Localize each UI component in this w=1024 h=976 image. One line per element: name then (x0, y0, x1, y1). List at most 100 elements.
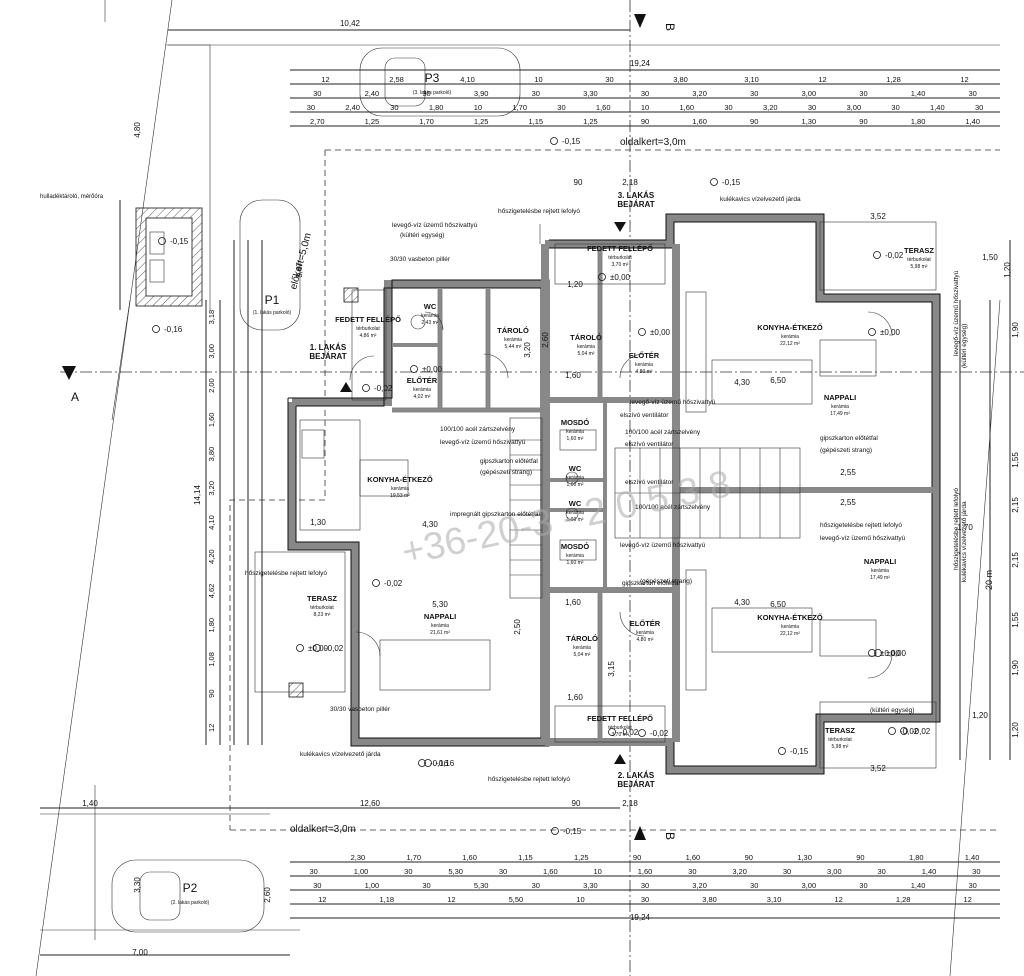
dimension-text: 3,80 (702, 895, 717, 904)
dimension-text: 10 (534, 75, 542, 84)
dimension-text: 12 (321, 75, 329, 84)
dimension-text: 90 (641, 117, 649, 126)
room-floor: kerámia (566, 553, 584, 559)
dimension-text: 1,20 (1011, 722, 1020, 738)
dimension-text: 1,28 (886, 75, 901, 84)
room-name: FEDETT FELLÉPŐ (587, 244, 653, 253)
room-area: 4,80 m² (637, 637, 654, 643)
dimension-text: 1,60 (567, 693, 583, 702)
dimension-text: 3,30 (583, 881, 598, 890)
dimension-text: 1,40 (911, 881, 926, 890)
dimension-text: 30 (641, 89, 649, 98)
dimension-text: 1,20 (1003, 262, 1012, 278)
level-marker-icon (598, 273, 606, 281)
level-marker-icon (152, 325, 160, 333)
annotation-note: (gépészeti strang) (820, 447, 872, 454)
room-area: 3,70 m² (612, 262, 629, 268)
entrance-label: BEJÁRAT (309, 352, 346, 361)
room-name: TERASZ (307, 594, 337, 603)
dimension-text: 19,24 (630, 59, 651, 68)
distance-label: 20 m (984, 570, 994, 590)
dimension-text: 3,00 (207, 344, 216, 359)
parking-p3-label: P3 (425, 71, 440, 85)
room-floor: kerámia (573, 645, 591, 651)
dimension-text: 30 (972, 867, 980, 876)
parking-p1-sub: (1. lakás parkoló) (253, 310, 292, 316)
dimension-text: 30 (313, 881, 321, 890)
room-floor: kerámia (577, 344, 595, 350)
dimension-text: 12 (447, 895, 455, 904)
site-lines (35, 0, 1024, 976)
dimension-text: 12 (207, 724, 216, 732)
dimension-text: 2,55 (840, 468, 856, 477)
level-marker-icon (874, 649, 882, 657)
dimension-text: 1,15 (518, 853, 533, 862)
fixtures (299, 291, 877, 691)
dimension-text: 2,40 (365, 89, 380, 98)
room-area: 1,60 m² (567, 436, 584, 442)
dimension-text: 1,30 (310, 518, 326, 527)
dimension-text: 4,10 (207, 515, 216, 530)
room-area: 1,60 m² (567, 517, 584, 523)
dimension-text: 3,80 (673, 75, 688, 84)
dimension-text: 30 (877, 867, 885, 876)
room-floor: kerámia (421, 313, 439, 319)
dimension-text: 30 (750, 89, 758, 98)
level-marker-icon (362, 384, 370, 392)
dimension-text: 12 (834, 895, 842, 904)
room-name: ELŐTÉR (407, 376, 438, 385)
dimension-text: 12,60 (360, 799, 381, 808)
dimension-text: 3,20 (692, 89, 707, 98)
level-marker-icon (418, 759, 426, 767)
room-name: NAPPALI (824, 393, 856, 402)
waste-storage-label: hulladéktároló, mérőóra (40, 194, 104, 200)
level-marker-icon (158, 237, 166, 245)
dimension-text: 1,90 (1011, 322, 1020, 338)
room-name: TÁROLÓ (566, 634, 598, 643)
dimension-text: 1,60 (686, 853, 701, 862)
dimension-text: 30 (969, 881, 977, 890)
dimension-text: 30 (390, 103, 398, 112)
dimension-text: 30 (307, 103, 315, 112)
room-area: 1,60 m² (567, 482, 584, 488)
annotation-note: impregnált gipszkarton előtétfal (450, 511, 541, 518)
level-marker-icon (313, 644, 321, 652)
level-value: -0,15 (170, 237, 189, 246)
parking-p2-label: P2 (183, 881, 198, 895)
annotation-note: hőszigetelésbe rejtett lefolyó (488, 776, 570, 783)
level-value: -0,15 (790, 747, 809, 756)
level-marker-icon (608, 728, 616, 736)
dimension-text: 3,00 (827, 867, 842, 876)
dimension-text: 90 (207, 689, 216, 697)
dimension-text: 2,15 (1011, 552, 1020, 568)
room-floor: térburkolat (310, 605, 334, 611)
dimension-text: 90 (633, 853, 641, 862)
dimension-text: 90 (859, 117, 867, 126)
dimension-text: 3,30 (133, 877, 142, 893)
dimension-text: 10 (641, 103, 649, 112)
dimension-text: 1,40 (911, 89, 926, 98)
level-value: ±0,00 (886, 649, 907, 658)
room-floor: kerámia (391, 486, 409, 492)
dimension-text: 1,55 (1011, 612, 1020, 628)
room-area: 2,43 m² (422, 320, 439, 326)
annotation-note: elszívó ventilátor (625, 479, 674, 486)
annotation-note: levegő-víz üzemű hőszivattyú (630, 399, 716, 406)
level-value: -0,02 (620, 728, 639, 737)
dimension-text: 2,15 (1011, 497, 1020, 513)
dimension-text: 4,20 (207, 549, 216, 564)
dimension-text: 1,80 (429, 103, 444, 112)
dimension-text: 6,50 (770, 376, 786, 385)
level-value: -0,02 (384, 579, 403, 588)
room-name: MOSDÓ (561, 418, 590, 427)
room-floor: kerámia (831, 404, 849, 410)
dimension-text: 30 (641, 881, 649, 890)
annotation-note: gipszkarton előtétfal (820, 435, 878, 442)
entrance-label: BEJÁRAT (617, 200, 654, 209)
room-area: 5,98 m² (911, 264, 928, 270)
annotation-note: 100/100 acél zártszelvény (625, 429, 701, 436)
room-name: KONYHA-ÉTKEZŐ (757, 323, 823, 332)
dimension-text: 5,50 (509, 895, 524, 904)
dimension-text: 10 (474, 103, 482, 112)
level-value: ±0,00 (650, 328, 671, 337)
